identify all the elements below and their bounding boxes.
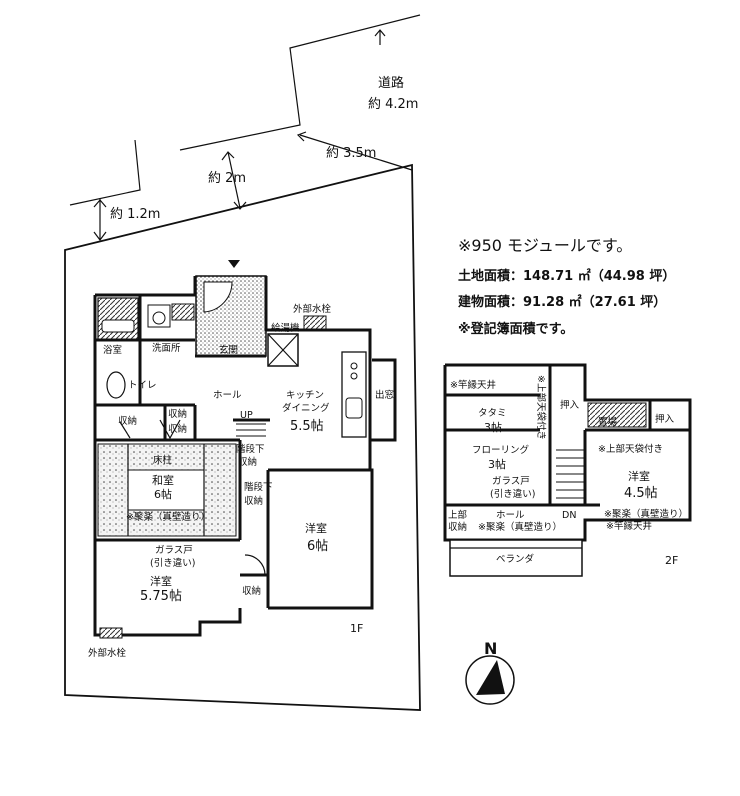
oshiire-1-label: 押入 xyxy=(560,399,580,411)
water-heater-label: 給湯機 xyxy=(271,322,300,334)
washroom-label: 洗面所 xyxy=(152,342,181,354)
registry-note: ※登記簿面積です。 xyxy=(458,322,574,337)
bamboo-ceiling-1-label: ※竿縁天井 xyxy=(450,379,496,391)
compass-label: N xyxy=(484,639,497,658)
toilet-label: トイレ xyxy=(128,380,157,391)
under-stair-2a-label: 階段下 xyxy=(244,481,273,493)
oshiire-2-label: 押入 xyxy=(655,413,675,425)
western-2-size-label: 6帖 xyxy=(307,539,328,554)
building-area: 建物面積：91.28 ㎡（27.61 坪） xyxy=(458,295,667,310)
glass-door-2f-label: ガラス戸 xyxy=(492,476,530,487)
first-floor-plan xyxy=(93,260,397,639)
veranda-label: ベランダ xyxy=(496,553,535,565)
alcove-label: 床柱 xyxy=(153,454,173,466)
bay-window-label: 出窓 xyxy=(375,389,394,401)
western-2-label: 洋室 xyxy=(305,521,327,535)
entrance-marker-icon xyxy=(228,260,240,268)
washitsu-size-label: 6帖 xyxy=(154,488,172,501)
juraku-2f-label: ※聚楽（真壁造り） xyxy=(478,521,562,533)
glass-door-1f-label: ガラス戸 xyxy=(155,545,193,556)
lot-boundary xyxy=(64,163,421,711)
storage-2-label: 収納 xyxy=(168,408,187,420)
stairs-down-label: DN xyxy=(562,510,576,521)
bath-label: 浴室 xyxy=(103,344,122,356)
flooring-label: フローリング xyxy=(472,444,530,456)
under-stair-1a-label: 階段下 xyxy=(236,443,265,455)
western-1-size-label: 5.75帖 xyxy=(140,589,182,604)
stairs-up-label: UP xyxy=(240,410,253,421)
outdoor-tap-bottom-label: 外部水栓 xyxy=(88,647,127,659)
western-2f-size-label: 4.5帖 xyxy=(624,486,658,501)
road-label: 道路 xyxy=(378,75,404,91)
storage-4-label: 収納 xyxy=(242,585,261,597)
upper-storage-2-label: 収納 xyxy=(448,521,467,533)
hall-2f-label: ホール xyxy=(496,510,525,521)
dim-2m: 約 2m xyxy=(208,171,246,186)
dim-1-2m: 約 1.2m xyxy=(110,207,160,222)
storage-3-label: 収納 xyxy=(168,423,187,435)
upper-closet-2f-label: ※上部天袋付き xyxy=(598,443,663,455)
western-2f-label: 洋室 xyxy=(628,469,650,483)
kitchen-size-label: 5.5帖 xyxy=(290,419,324,434)
road-width: 約 4.2m xyxy=(368,97,418,112)
land-area: 土地面積：148.71 ㎡（44.98 坪） xyxy=(458,269,676,284)
kitchen-label: キッチン xyxy=(286,390,324,401)
glass-door-2f-type-label: (引き違い) xyxy=(490,488,535,500)
floor-1f-label: 1F xyxy=(350,622,363,635)
glass-door-1f-type-label: (引き違い) xyxy=(150,557,195,569)
dim-3-5m: 約 3.5m xyxy=(326,146,376,161)
upper-closet-vertical-label: ※上部天袋付き xyxy=(535,375,547,440)
outdoor-tap-top-label: 外部水栓 xyxy=(293,303,332,315)
bamboo-ceiling-2-label: ※竿縁天井 xyxy=(606,520,652,532)
entrance-label: 玄関 xyxy=(219,344,238,356)
dining-label: ダイニング xyxy=(282,402,330,414)
hall-1f-label: ホール xyxy=(213,390,242,401)
juraku-1f-label: ※聚楽（真壁造り） xyxy=(126,511,210,523)
module-note: ※950 モジュールです。 xyxy=(458,236,633,255)
tatami-label: タタミ xyxy=(478,408,507,419)
floor-2f-label: 2F xyxy=(665,554,678,567)
washitsu-label: 和室 xyxy=(152,473,174,487)
storage-1-label: 収納 xyxy=(118,415,137,427)
north-compass-icon xyxy=(465,655,515,705)
second-floor-plan xyxy=(443,363,692,577)
flooring-size-label: 3帖 xyxy=(488,458,506,471)
dressing-label: 置場 xyxy=(598,416,618,428)
upper-storage-1-label: 上部 xyxy=(448,509,467,521)
tatami-size-label: 3帖 xyxy=(484,421,502,434)
under-stair-2b-label: 収納 xyxy=(244,495,263,507)
juraku-2f-b-label: ※聚楽（真壁造り） xyxy=(604,508,688,520)
road-outline xyxy=(69,14,421,241)
western-1-label: 洋室 xyxy=(150,574,172,588)
under-stair-1b-label: 収納 xyxy=(238,456,257,468)
